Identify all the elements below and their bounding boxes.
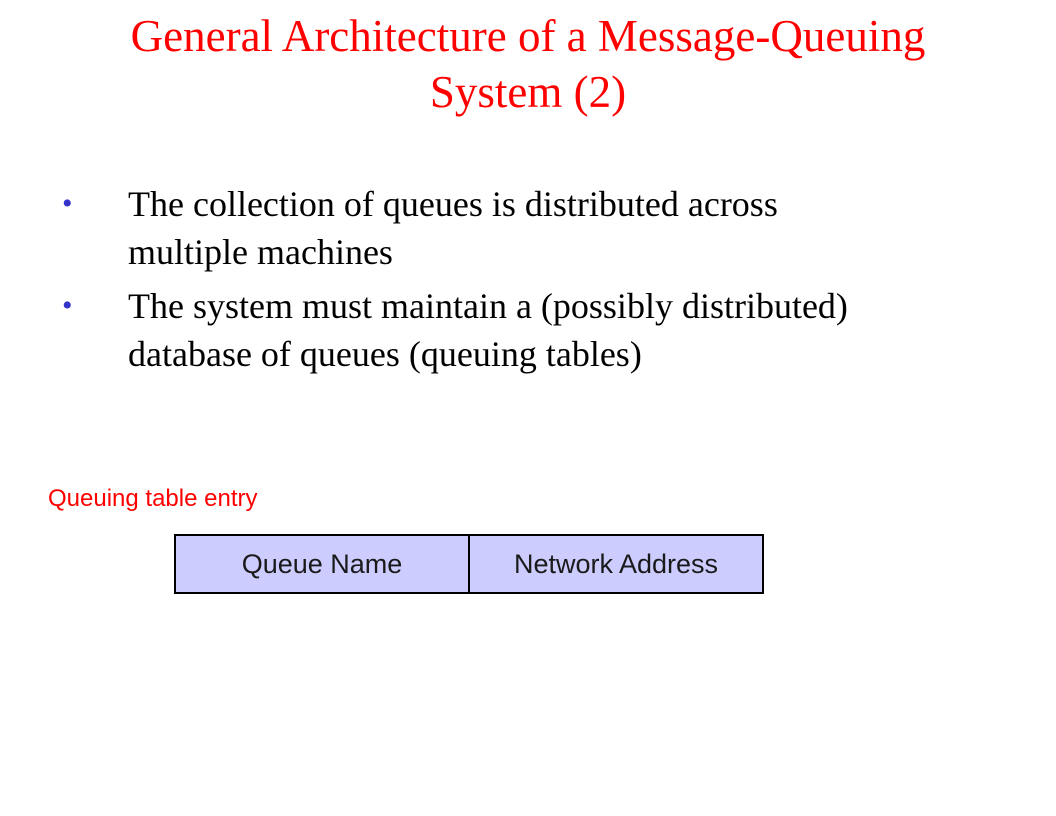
bullet-text-line: database of queues (queuing tables) — [128, 334, 642, 374]
bullet-text-line: The system must maintain a (possibly dis… — [128, 286, 848, 326]
queue-name-field: Queue Name — [176, 536, 470, 592]
bullet-text-line: multiple machines — [128, 232, 393, 272]
bullet-marker: • — [62, 187, 73, 220]
bullet-text-line: The collection of queues is distributed … — [128, 184, 778, 224]
slide-title-line-2: System (2) — [429, 67, 627, 117]
bullet-list: • The collection of queues is distribute… — [60, 180, 1020, 384]
diagram-caption: Queuing table entry — [48, 485, 258, 512]
queuing-table-entry: Queue Name Network Address — [174, 534, 764, 594]
slide-title-line-1: General Architecture of a Message-Queuin… — [130, 11, 926, 61]
bullet-marker: • — [62, 289, 73, 322]
network-address-field: Network Address — [513, 548, 719, 579]
bullet-item: • The collection of queues is distribute… — [60, 180, 1020, 276]
slide-title: General Architecture of a Message-Queuin… — [40, 8, 1016, 120]
bullet-item: • The system must maintain a (possibly d… — [60, 282, 1020, 378]
